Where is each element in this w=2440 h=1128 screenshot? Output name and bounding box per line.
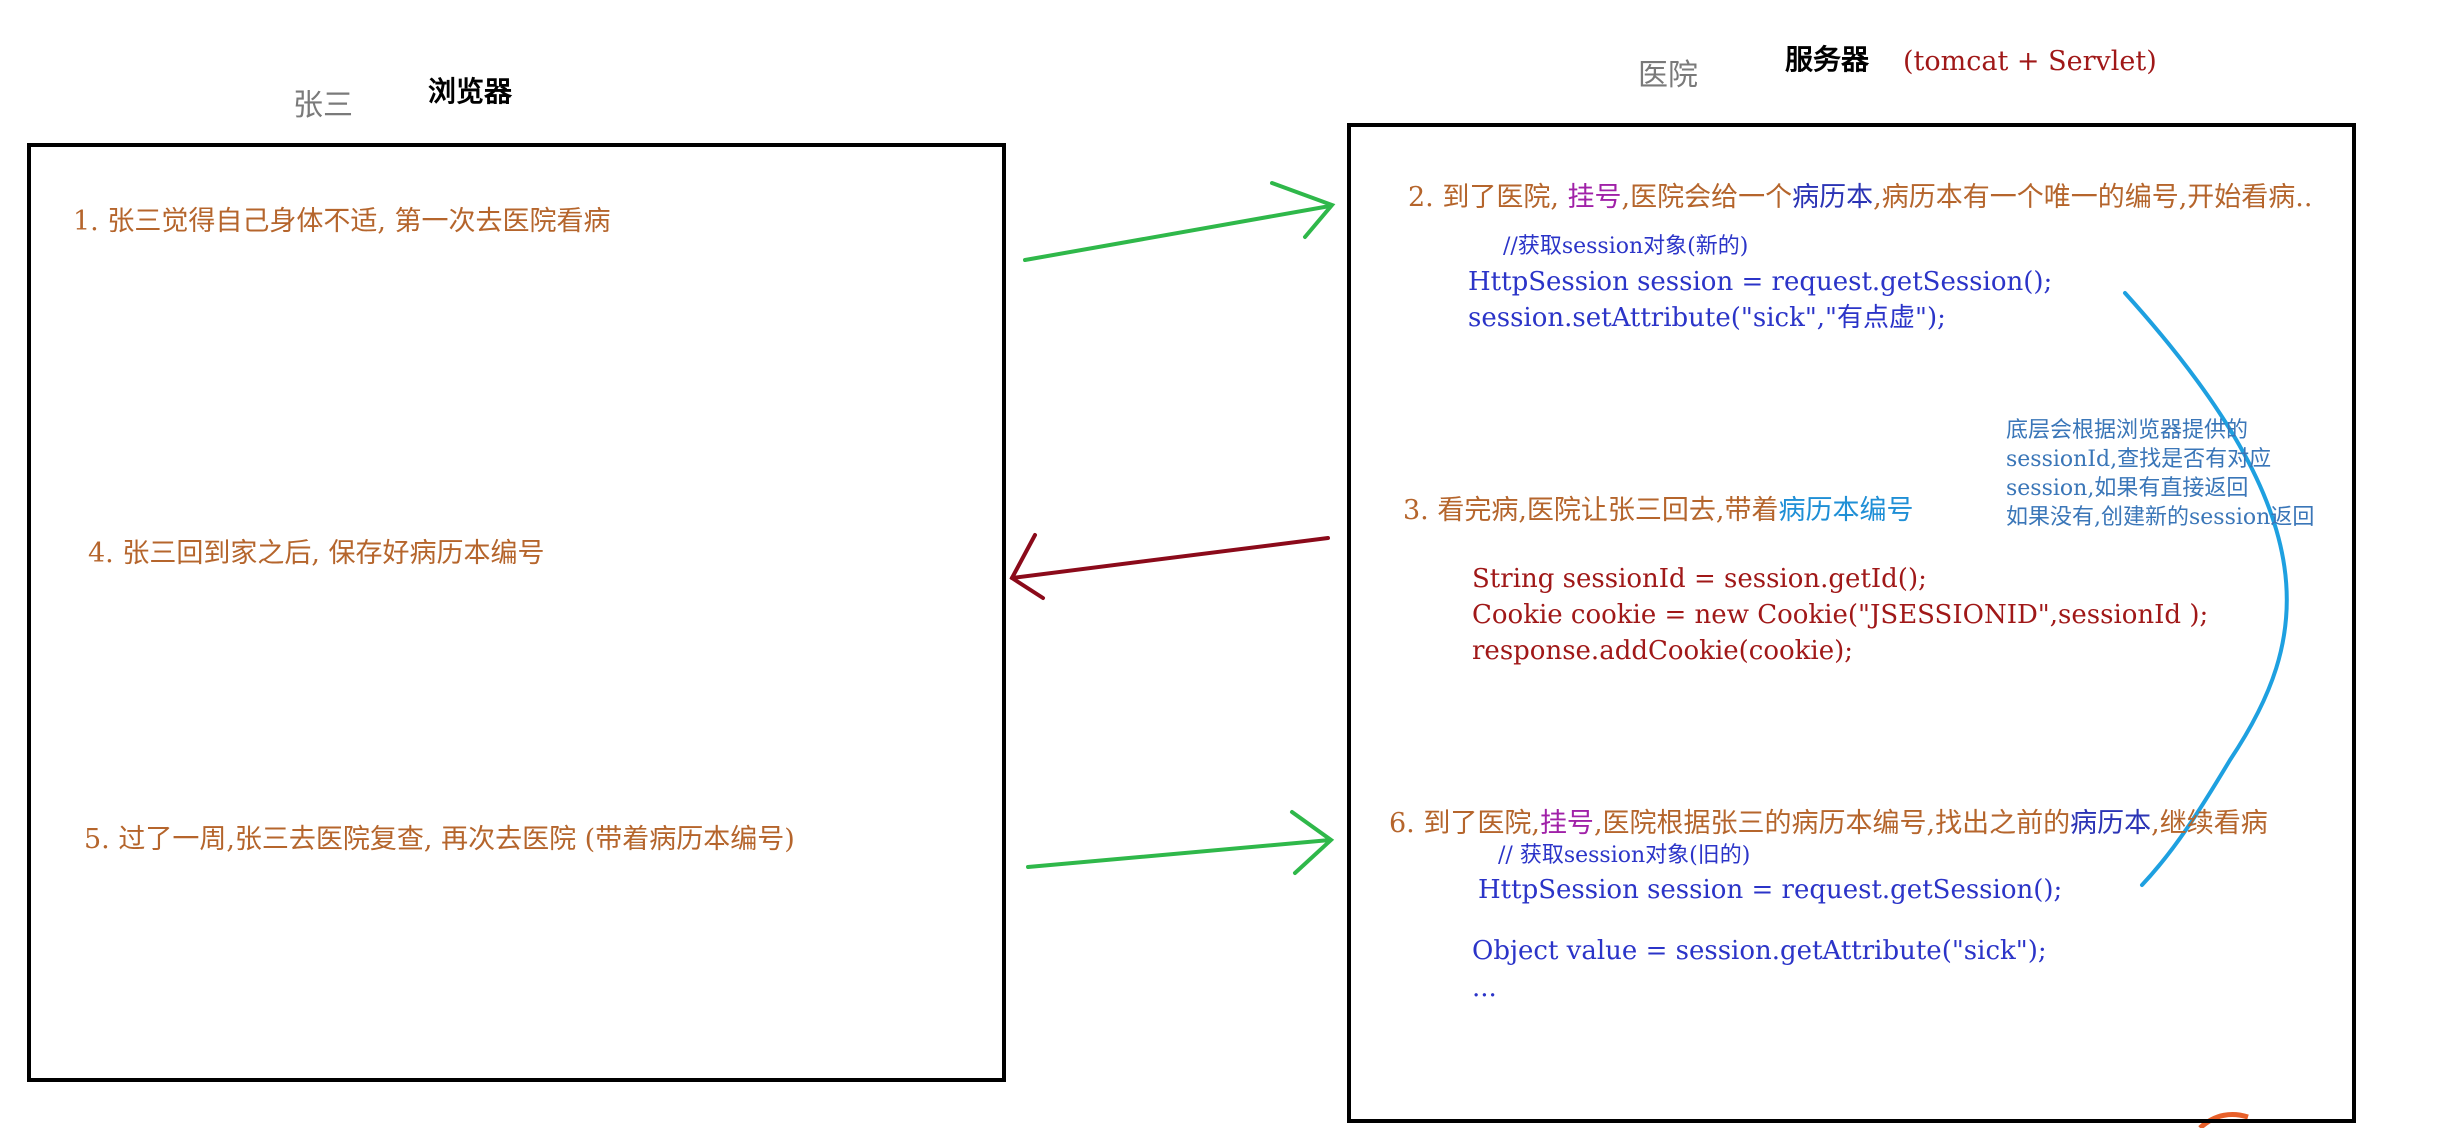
step3-record-number: 病历本编号 [1778,495,1914,526]
server-step-2: 2. 到了医院, 挂号,医院会给一个病历本,病历本有一个唯一的编号,开始看病.. [1408,175,2312,214]
step3-code-line-3: response.addCookie(cookie); [1472,636,1854,666]
note-line-1: 底层会根据浏览器提供的 [2006,418,2249,443]
session-lookup-curve [2123,291,2289,887]
step2-record-book: 病历本 [1792,182,1874,213]
client-person-label: 张三 [293,88,353,123]
request-arrow-1 [1023,181,1336,262]
request-arrow-2 [1026,810,1335,875]
step6-code-line-2: Object value = session.getAttribute("sic… [1472,936,2047,966]
step3-code-line-2: Cookie cookie = new Cookie("JSESSIONID",… [1472,600,2209,630]
step2-register: 挂号 [1567,182,1622,213]
step6-register: 挂号 [1539,808,1594,839]
session-lookup-note: 底层会根据浏览器提供的 sessionId,查找是否有对应 session,如果… [2006,416,2366,532]
step6-record-book: 病历本 [2070,808,2152,839]
step6-code-line-1: HttpSession session = request.getSession… [1478,875,2063,905]
step2-text-a: 2. 到了医院, [1408,182,1568,213]
client-step-5: 5. 过了一周,张三去医院复查, 再次去医院 (带着病历本编号) [84,824,795,855]
step3-code-line-1: String sessionId = session.getId(); [1472,564,1927,594]
server-role-label: 服务器 [1785,43,1870,76]
server-tech-label: (tomcat + Servlet) [1903,46,2157,77]
step6-comment: // 获取session对象(旧的) [1498,843,1751,868]
server-step-6: 6. 到了医院,挂号,医院根据张三的病历本编号,找出之前的病历本,继续看病 [1389,801,2268,840]
client-step-4: 4. 张三回到家之后, 保存好病历本编号 [88,538,545,569]
step2-code-line-2: session.setAttribute("sick","有点虚"); [1468,303,1946,333]
step6-text-c: ,继续看病 [2151,808,2268,839]
step6-code-line-3: ... [1472,973,1497,1003]
response-arrow [1009,533,1330,600]
client-step-1: 1. 张三觉得自己身体不适, 第一次去医院看病 [73,206,611,237]
step3-text: 3. 看完病,医院让张三回去,带着 [1403,495,1779,526]
client-role-label: 浏览器 [428,75,513,108]
server-box [1347,123,2356,1123]
server-place-label: 医院 [1638,58,1698,93]
step6-text-a: 6. 到了医院, [1389,808,1540,839]
browser-box [27,143,1006,1082]
step6-text-b: ,医院根据张三的病历本编号,找出之前的 [1593,808,2071,839]
step2-text-b: ,医院会给一个 [1621,182,1793,213]
corner-mark [2198,1112,2249,1128]
note-line-2: sessionId,查找是否有对应 [2006,447,2272,472]
note-line-3: session,如果有直接返回 [2006,476,2249,501]
server-step-3: 3. 看完病,医院让张三回去,带着病历本编号 [1403,488,1914,527]
step2-comment: //获取session对象(新的) [1503,234,1749,259]
step2-text-c: ,病历本有一个唯一的编号,开始看病.. [1873,182,2313,213]
step2-code-line-1: HttpSession session = request.getSession… [1468,267,2053,297]
note-line-4: 如果没有,创建新的session返回 [2006,505,2315,530]
